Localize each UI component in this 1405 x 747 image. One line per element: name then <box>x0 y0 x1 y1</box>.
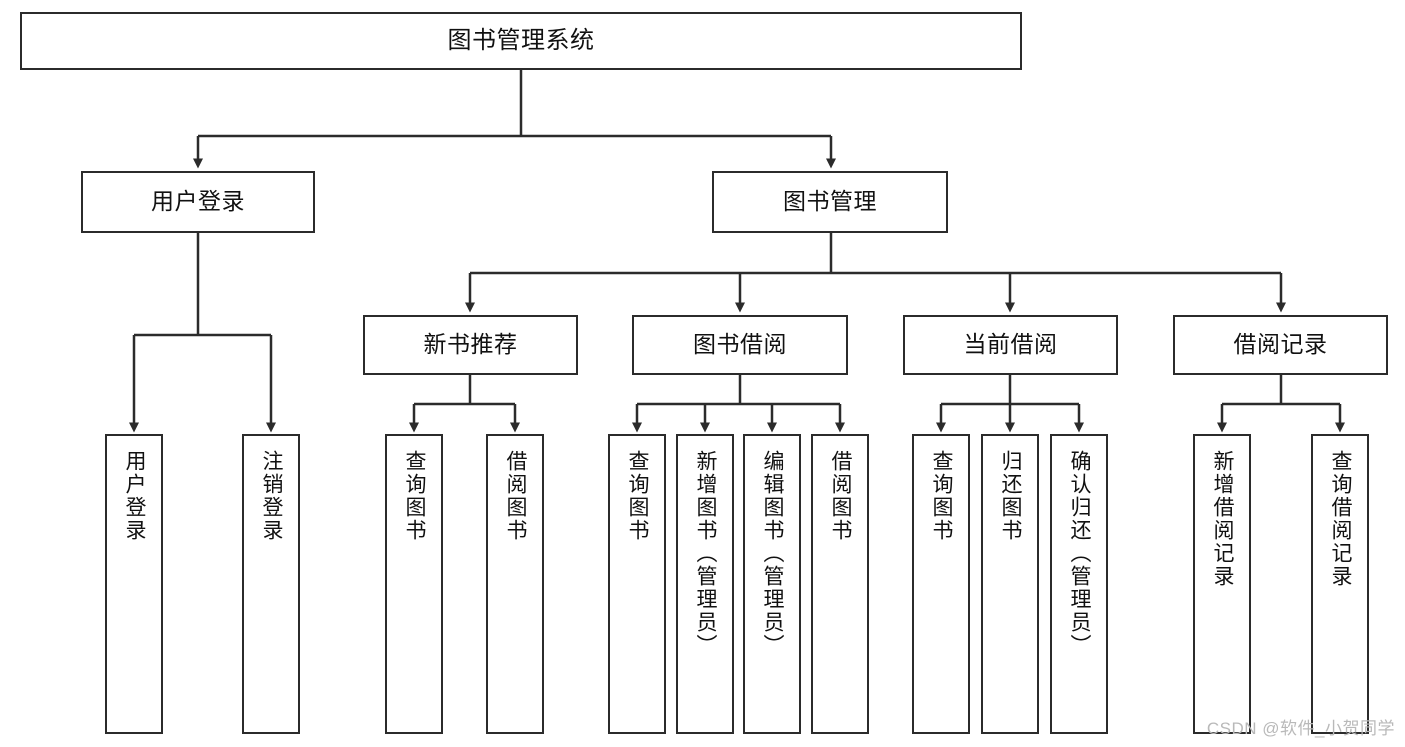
leaf-recommend-borrow-book[interactable]: 借阅图书 <box>486 434 544 734</box>
node-label: 借阅记录 <box>1233 331 1328 358</box>
watermark: CSDN @软件_小贺同学 <box>1206 719 1395 738</box>
leaf-record-query-record[interactable]: 查询借阅记录 <box>1311 434 1369 734</box>
node-book-management[interactable]: 图书管理 <box>712 171 948 233</box>
node-label: 查询图书 <box>626 450 650 542</box>
leaf-current-query-book[interactable]: 查询图书 <box>912 434 970 734</box>
node-label: 当前借阅 <box>963 331 1058 358</box>
leaf-user-login-login[interactable]: 用户登录 <box>105 434 163 734</box>
leaf-current-return-book[interactable]: 归还图书 <box>981 434 1039 734</box>
node-borrow-record[interactable]: 借阅记录 <box>1173 315 1388 375</box>
node-label: 新增图书（管理员） <box>694 450 718 657</box>
node-label: 查询图书 <box>403 450 427 542</box>
node-label: 图书管理系统 <box>447 26 595 54</box>
leaf-borrow-query-book[interactable]: 查询图书 <box>608 434 666 734</box>
node-label: 归还图书 <box>999 450 1023 542</box>
node-label: 借阅图书 <box>504 450 528 542</box>
leaf-borrow-add-book-admin[interactable]: 新增图书（管理员） <box>676 434 734 734</box>
node-label: 用户登录 <box>123 450 147 542</box>
node-current-borrow[interactable]: 当前借阅 <box>903 315 1118 375</box>
node-label: 确认归还（管理员） <box>1068 450 1092 657</box>
node-book-borrow[interactable]: 图书借阅 <box>632 315 848 375</box>
leaf-user-login-logout[interactable]: 注销登录 <box>242 434 300 734</box>
leaf-borrow-borrow-book[interactable]: 借阅图书 <box>811 434 869 734</box>
leaf-record-add-record[interactable]: 新增借阅记录 <box>1193 434 1251 734</box>
node-user-login[interactable]: 用户登录 <box>81 171 315 233</box>
node-label: 新增借阅记录 <box>1211 450 1235 588</box>
node-label: 新书推荐 <box>423 331 518 358</box>
leaf-current-confirm-return-admin[interactable]: 确认归还（管理员） <box>1050 434 1108 734</box>
node-label: 图书管理 <box>783 188 877 215</box>
node-label: 用户登录 <box>151 188 245 215</box>
node-label: 查询借阅记录 <box>1329 450 1353 588</box>
node-label: 注销登录 <box>260 450 284 542</box>
node-root-system[interactable]: 图书管理系统 <box>20 12 1022 70</box>
leaf-recommend-query-book[interactable]: 查询图书 <box>385 434 443 734</box>
node-new-book-recommend[interactable]: 新书推荐 <box>363 315 578 375</box>
node-label: 借阅图书 <box>829 450 853 542</box>
node-label: 图书借阅 <box>693 331 787 358</box>
node-label: 查询图书 <box>930 450 954 542</box>
leaf-borrow-edit-book-admin[interactable]: 编辑图书（管理员） <box>743 434 801 734</box>
node-label: 编辑图书（管理员） <box>761 450 785 657</box>
